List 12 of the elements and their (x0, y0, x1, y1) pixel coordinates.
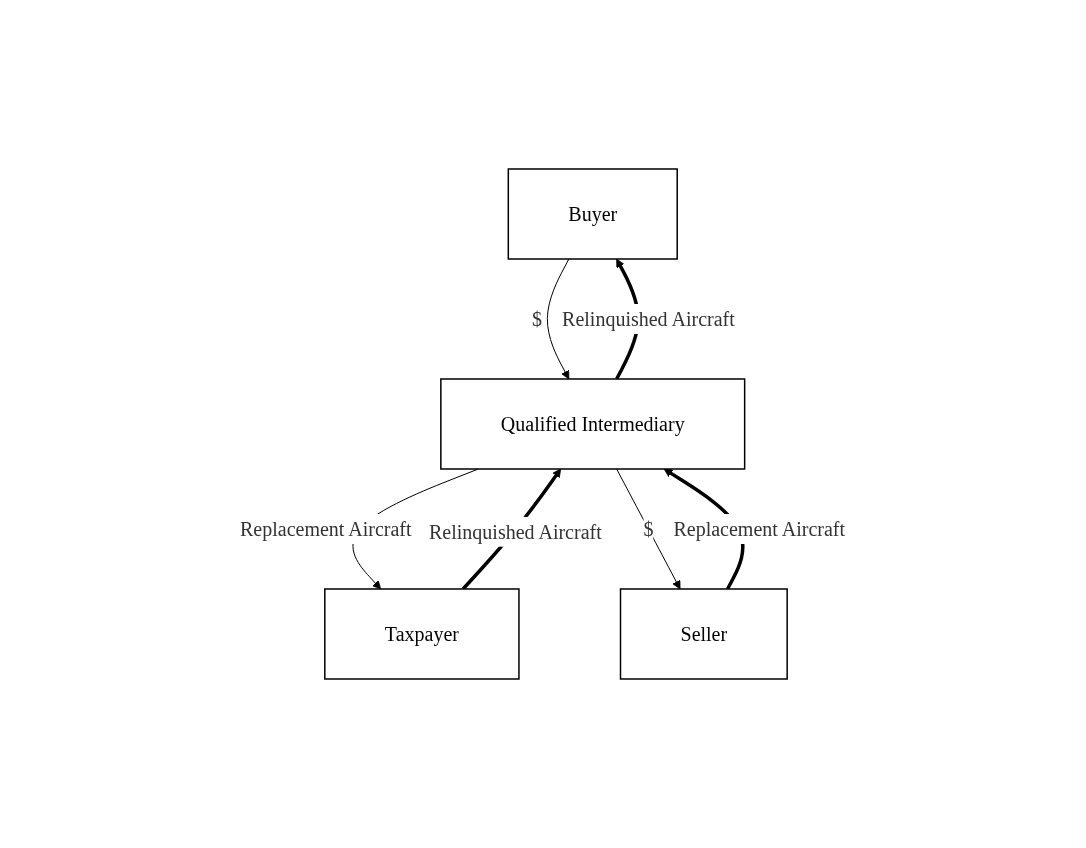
node-box: Taxpayer (324, 588, 521, 680)
edge-label: Relinquished Aircraft (429, 520, 603, 543)
node-box: Qualified Intermediary (440, 378, 746, 470)
node-box: Seller (620, 588, 789, 680)
edge-label: Relinquished Aircraft (562, 308, 736, 330)
edge-label: $ (532, 308, 543, 330)
edge-label: Replacement Aircraft (240, 517, 413, 540)
edge-label: Replacement Aircraft (673, 517, 846, 540)
edge-label: $ (643, 517, 654, 540)
arrow (547, 258, 570, 380)
arrow (616, 468, 681, 590)
node-box: Buyer (508, 168, 679, 260)
